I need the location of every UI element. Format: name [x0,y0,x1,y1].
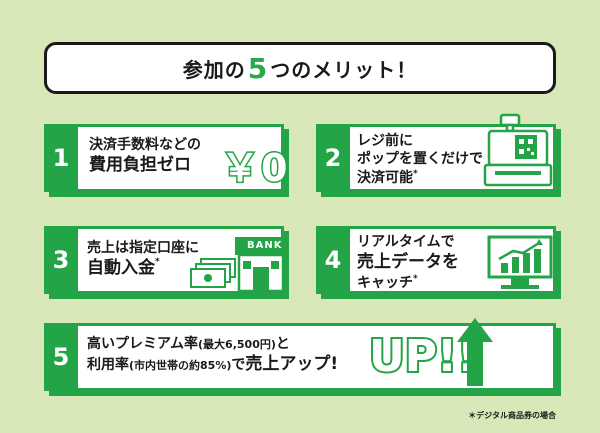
merit-number-3: 3 [44,226,78,294]
merit-1-line2: 費用負担ゼロ [89,155,191,176]
zero-fee-highlight: ￥0 [219,145,290,192]
merit-3-line1: 売上は指定口座に [87,240,199,256]
merit-2-line3: 決済可能 [357,169,413,186]
merit-number-2: 2 [316,124,350,192]
merit-5-line2a: 利用率 [87,357,129,374]
merit-card-4: 4 リアルタイムで 売上データを キャッチ* [316,226,556,294]
merit-5-line2b: (市内世帯の約85%) [129,359,232,373]
merit-3-mark: * [155,257,160,268]
monitor-chart-icon [487,235,553,289]
merit-number-1: 1 [44,124,78,192]
merit-number-4: 4 [316,226,350,294]
merit-5-line2d: 売上アップ! [245,354,339,375]
footnote: ＊デジタル商品券の場合 [468,411,556,420]
merit-card-3: 3 売上は指定口座に 自動入金* BANK [44,226,287,294]
merit-card-5: 5 高いプレミアム率(最大6,500円)と 利用率(市内世帯の約85%)で売上ア… [44,318,556,391]
merit-1-line1: 決済手数料などの [89,137,201,153]
cash-register-icon [483,113,553,187]
merit-5-line2c: で [231,357,246,374]
merit-text-5: 高いプレミアム率(最大6,500円)と 利用率(市内世帯の約85%)で売上アップ… [87,335,338,376]
up-arrow-icon [457,318,493,386]
merit-4-line3: キャッチ [357,274,413,291]
bank-label: BANK [247,240,283,251]
merit-2-line2: ポップを置くだけで [357,151,483,168]
merit-4-line1: リアルタイムで [357,234,455,250]
merit-5-line1b: (最大6,500円) [198,338,276,351]
merit-text-3: 売上は指定口座に 自動入金* [87,239,199,280]
title-pre: 参加の [182,57,246,82]
title-banner: 参加の 5 つのメリット！ [44,42,556,94]
merit-2-mark: * [413,168,418,179]
title-number: 5 [247,51,269,85]
merit-5-line1a: 高いプレミアム率 [87,336,199,352]
merit-text-1: 決済手数料などの 費用負担ゼロ [89,136,201,177]
bank-icon [235,237,287,293]
merit-2-line1: レジ前に [357,133,413,149]
merit-card-2: 2 レジ前に ポップを置くだけで 決済可能* [316,113,556,192]
merit-5-line1c: と [275,336,290,352]
merit-card-1: 1 決済手数料などの 費用負担ゼロ ￥0 [44,124,289,192]
merit-4-mark: * [413,273,418,284]
merit-text-4: リアルタイムで 売上データを キャッチ* [357,233,459,292]
merit-number-5: 5 [44,323,78,391]
cash-bills-icon [190,258,236,288]
merit-text-2: レジ前に ポップを置くだけで 決済可能* [357,132,483,187]
merit-4-line2: 売上データを [357,252,459,273]
title-post: つのメリット！ [270,57,418,82]
merit-3-line2: 自動入金 [87,258,155,279]
